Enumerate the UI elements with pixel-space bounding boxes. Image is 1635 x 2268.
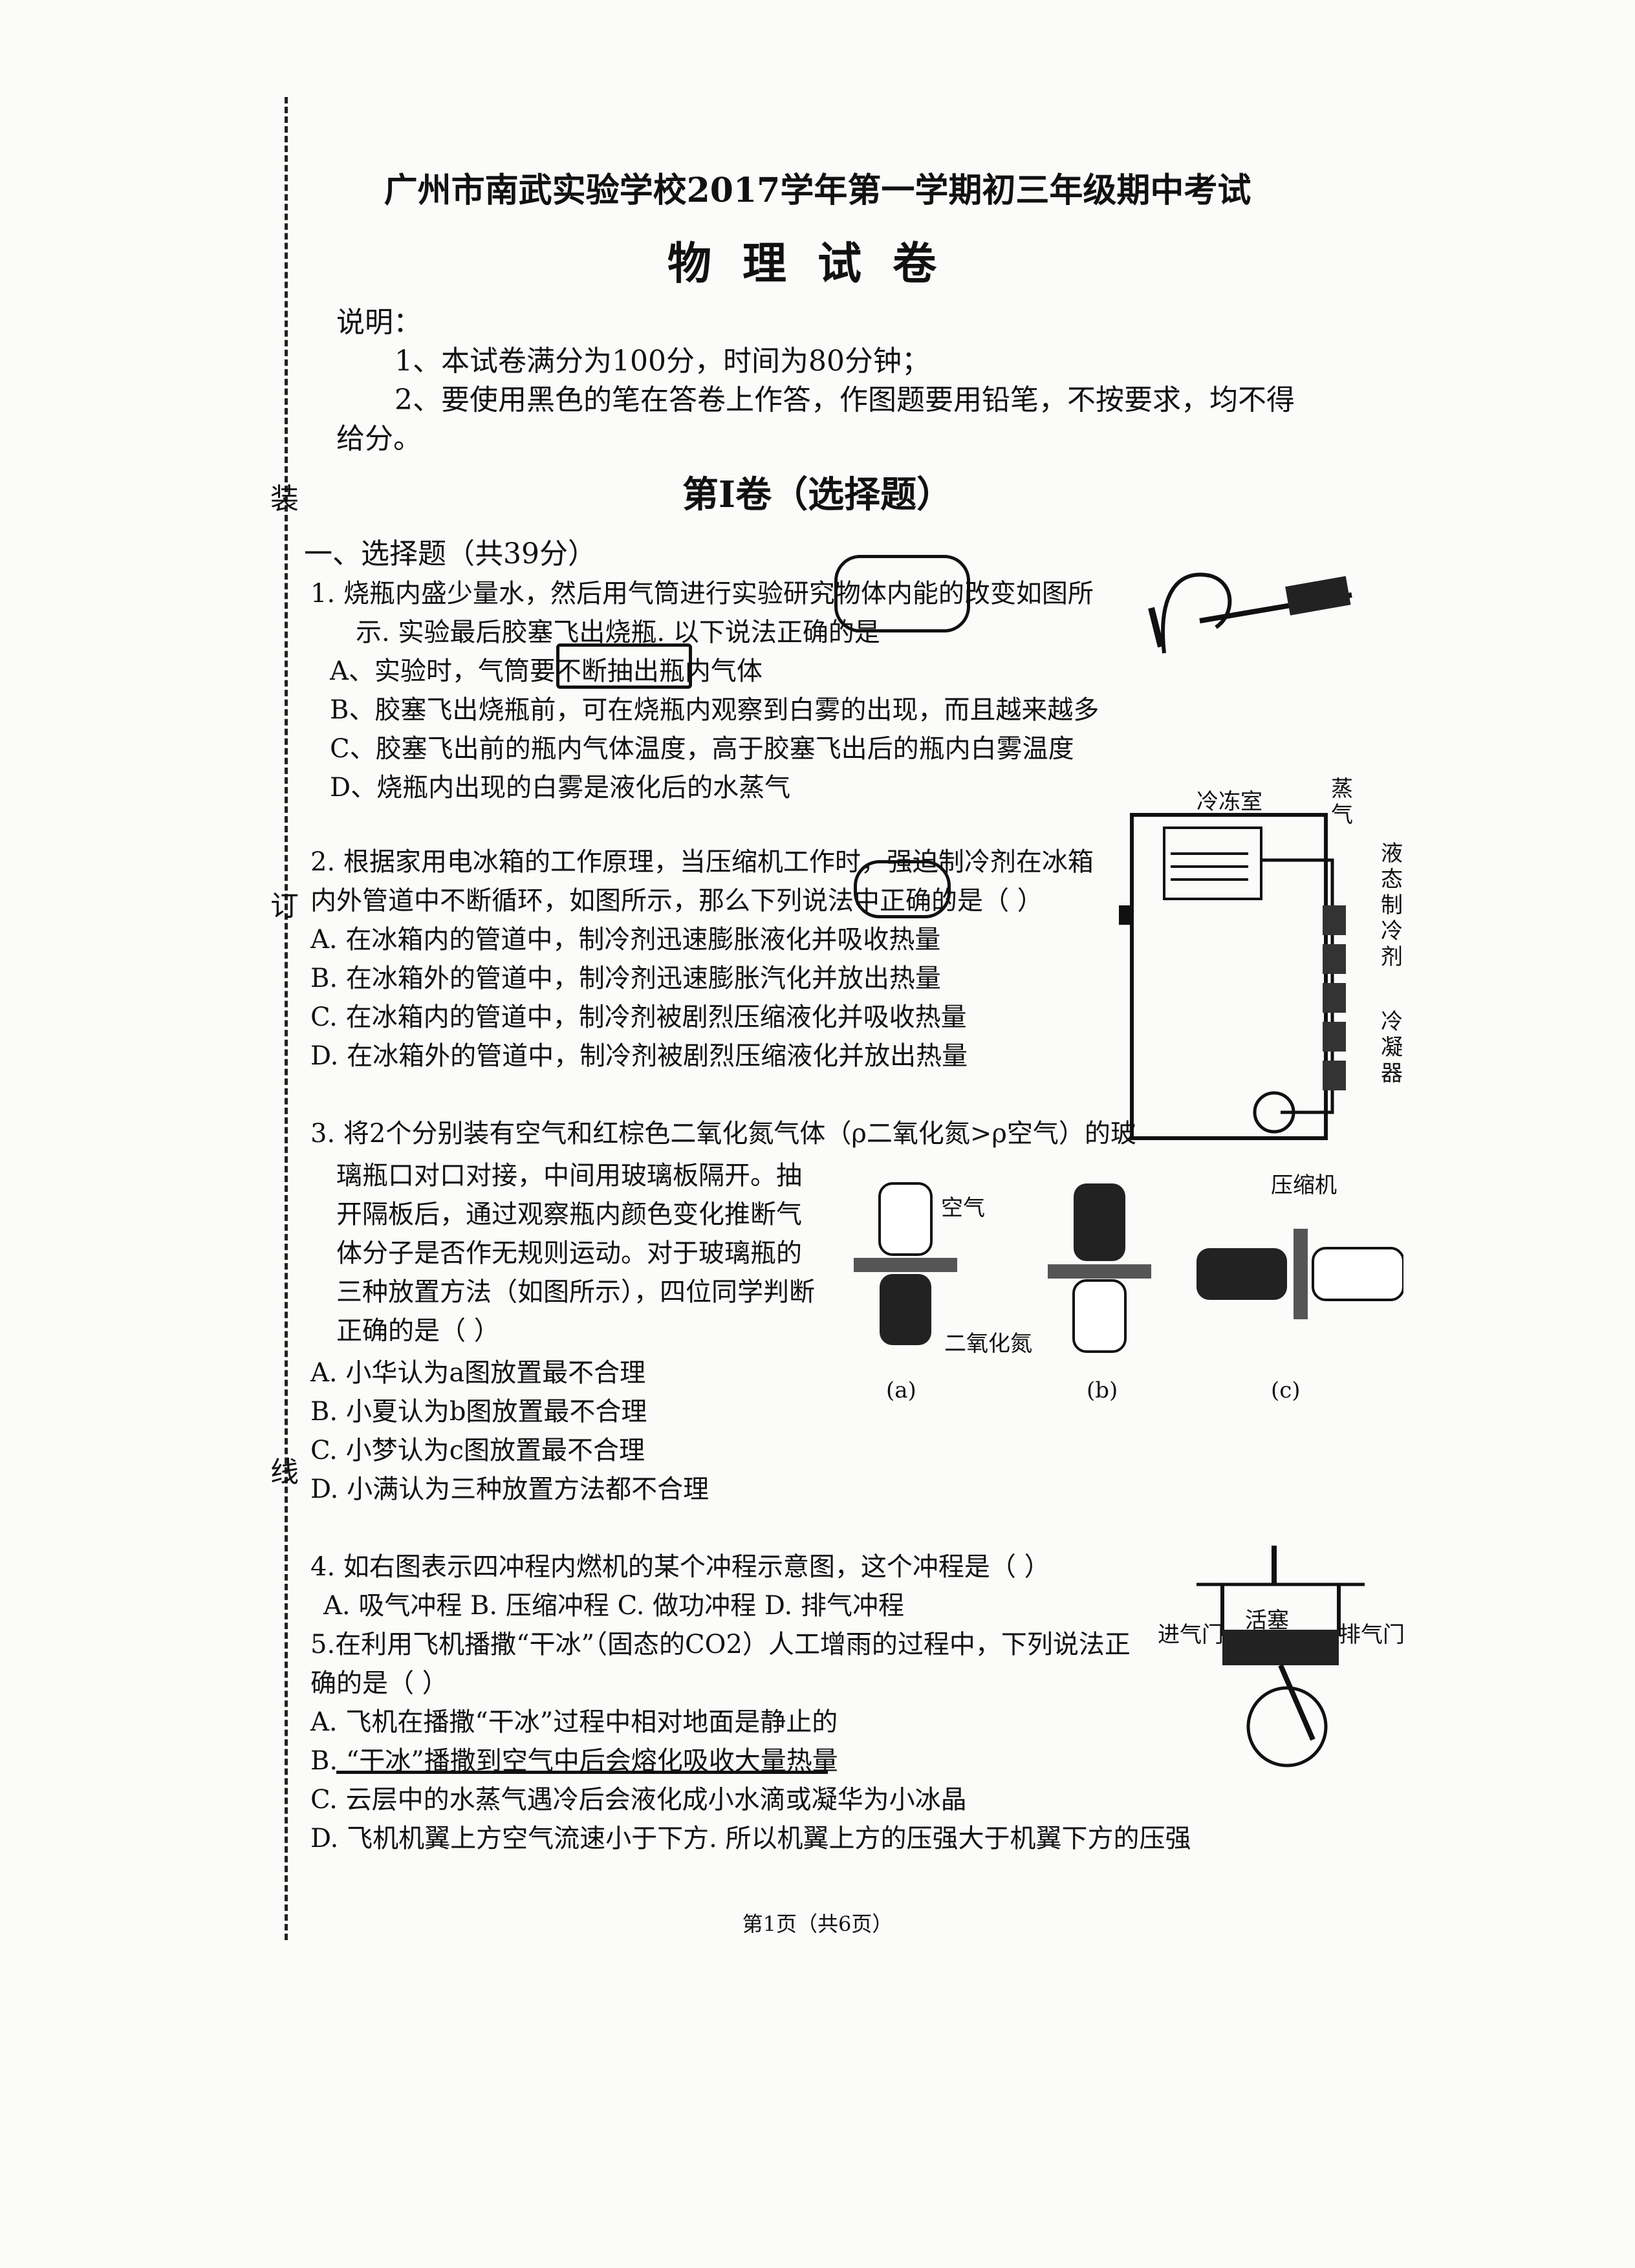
instruction-1: 1、本试卷满分为100分，时间为80分钟； [395, 345, 930, 378]
q3-option-a: A. 小华认为a图放置最不合理 [310, 1358, 646, 1388]
q2-option-c: C. 在冰箱内的管道中，制冷剂被剧烈压缩液化并吸收热量 [310, 1002, 967, 1032]
q1-stem-line-1: 1. 烧瓶内盛少量水，然后用气筒进行实验研究物体内能的改变如图所 [310, 579, 1094, 609]
engine-label-exhaust: 排气门 [1339, 1622, 1405, 1648]
gas-bottles-figure [854, 1182, 1403, 1353]
fridge-label-freezer: 冷冻室 [1196, 789, 1262, 815]
bottle-label-air: 空气 [941, 1195, 985, 1221]
margin-char-zhuang: 装 [270, 482, 299, 515]
q4-stem: 4. 如右图表示四冲程内燃机的某个冲程示意图，这个冲程是（ ） [310, 1552, 1050, 1582]
q3-stem-line-6: 正确的是（ ） [336, 1316, 500, 1346]
q3-option-d: D. 小满认为三种放置方法都不合理 [310, 1474, 709, 1504]
subject-title: 物理试卷 [667, 238, 968, 290]
q1-stem-line-2: 示. 实验最后胶塞飞出烧瓶. 以下说法正确的是 [356, 618, 880, 647]
fridge-label-compressor: 压缩机 [1271, 1172, 1337, 1198]
q5-option-d: D. 飞机机翼上方空气流速小于下方. 所以机翼上方的压强大于机翼下方的压强 [310, 1824, 1191, 1853]
q1-option-c: C、胶塞飞出前的瓶内气体温度，高于胶塞飞出后的瓶内白雾温度 [330, 734, 1074, 764]
engine-label-piston: 活塞 [1245, 1608, 1289, 1634]
part-heading: 一、选择题（共39分） [304, 537, 596, 570]
fridge-label-condenser: 冷凝器 [1381, 1009, 1403, 1086]
binding-line [285, 97, 288, 1940]
instructions-heading: 说明： [336, 306, 422, 339]
fridge-label-liquid: 液态制冷剂 [1381, 841, 1403, 970]
q3-stem-line-2: 璃瓶口对口对接，中间用玻璃板隔开。抽 [336, 1161, 802, 1191]
q5-stem-line-2: 确的是（ ） [310, 1669, 448, 1698]
q2-option-a: A. 在冰箱内的管道中，制冷剂迅速膨胀液化并吸收热量 [310, 925, 941, 955]
bottle-label-no2: 二氧化氮 [944, 1331, 1032, 1357]
figure-label-a: (a) [886, 1377, 916, 1403]
q5-option-c: C. 云层中的水蒸气遇冷后会液化成小水滴或凝华为小冰晶 [310, 1785, 967, 1815]
refrigerator-figure [1119, 813, 1346, 1140]
page-footer: 第1页（共6页） [742, 1912, 893, 1936]
q2-stem-line-1: 2. 根据家用电冰箱的工作原理，当压缩机工作时，强迫制冷剂在冰箱 [310, 847, 1094, 877]
q4-options: A. 吸气冲程 B. 压缩冲程 C. 做功冲程 D. 排气冲程 [323, 1591, 904, 1621]
school-title: 广州市南武实验学校2017学年第一学期初三年级期中考试 [384, 171, 1251, 210]
figure-label-b: (b) [1087, 1377, 1118, 1403]
margin-char-xian: 线 [270, 1456, 299, 1489]
q3-stem-line-3: 开隔板后，通过观察瓶内颜色变化推断气 [336, 1200, 802, 1229]
q5-option-a: A. 飞机在播撒“干冰”过程中相对地面是静止的 [310, 1707, 838, 1737]
pen-circle-mark-q2 [854, 860, 951, 918]
pen-underline-mark [336, 1771, 828, 1774]
section-title: 第Ⅰ卷（选择题） [682, 473, 953, 516]
q2-option-d: D. 在冰箱外的管道中，制冷剂被剧烈压缩液化并放出热量 [310, 1041, 968, 1071]
pen-circle-mark [834, 555, 970, 632]
engine-figure [1196, 1546, 1365, 1767]
q1-option-d: D、烧瓶内出现的白雾是液化后的水蒸气 [330, 773, 791, 803]
q3-option-b: B. 小夏认为b图放置最不合理 [310, 1397, 647, 1427]
q3-stem-line-4: 体分子是否作无规则运动。对于玻璃瓶的 [336, 1238, 802, 1268]
pen-box-mark [556, 643, 692, 689]
q5-stem-line-1: 5.在利用飞机播撒“干冰”（固态的CO2）人工增雨的过程中，下列说法正 [310, 1630, 1131, 1659]
q3-stem-line-5: 三种放置方法（如图所示），四位同学判断 [336, 1277, 815, 1307]
q3-stem-line-1: 3. 将2个分别装有空气和红棕色二氧化氮气体（ρ二氧化氮>ρ空气）的玻 [310, 1119, 1136, 1149]
figure-label-c: (c) [1271, 1377, 1301, 1403]
margin-char-ding: 订 [270, 890, 299, 923]
q2-stem-line-2: 内外管道中不断循环，如图所示，那么下列说法中正确的是（ ） [310, 886, 1043, 916]
q1-option-a: A、实验时，气筒要不断抽出瓶内气体 [330, 656, 763, 686]
flask-pump-figure [1148, 572, 1352, 654]
q2-option-b: B. 在冰箱外的管道中，制冷剂迅速膨胀汽化并放出热量 [310, 964, 941, 993]
instruction-3: 给分。 [336, 422, 422, 455]
q1-option-b: B、胶塞飞出烧瓶前，可在烧瓶内观察到白雾的出现，而且越来越多 [330, 695, 1099, 725]
engine-label-intake: 进气门 [1158, 1622, 1224, 1648]
instruction-2: 2、要使用黑色的笔在答卷上作答，作图题要用铅笔，不按要求，均不得 [395, 383, 1295, 416]
q3-option-c: C. 小梦认为c图放置最不合理 [310, 1436, 645, 1465]
fridge-label-vapor: 蒸气 [1331, 776, 1353, 828]
